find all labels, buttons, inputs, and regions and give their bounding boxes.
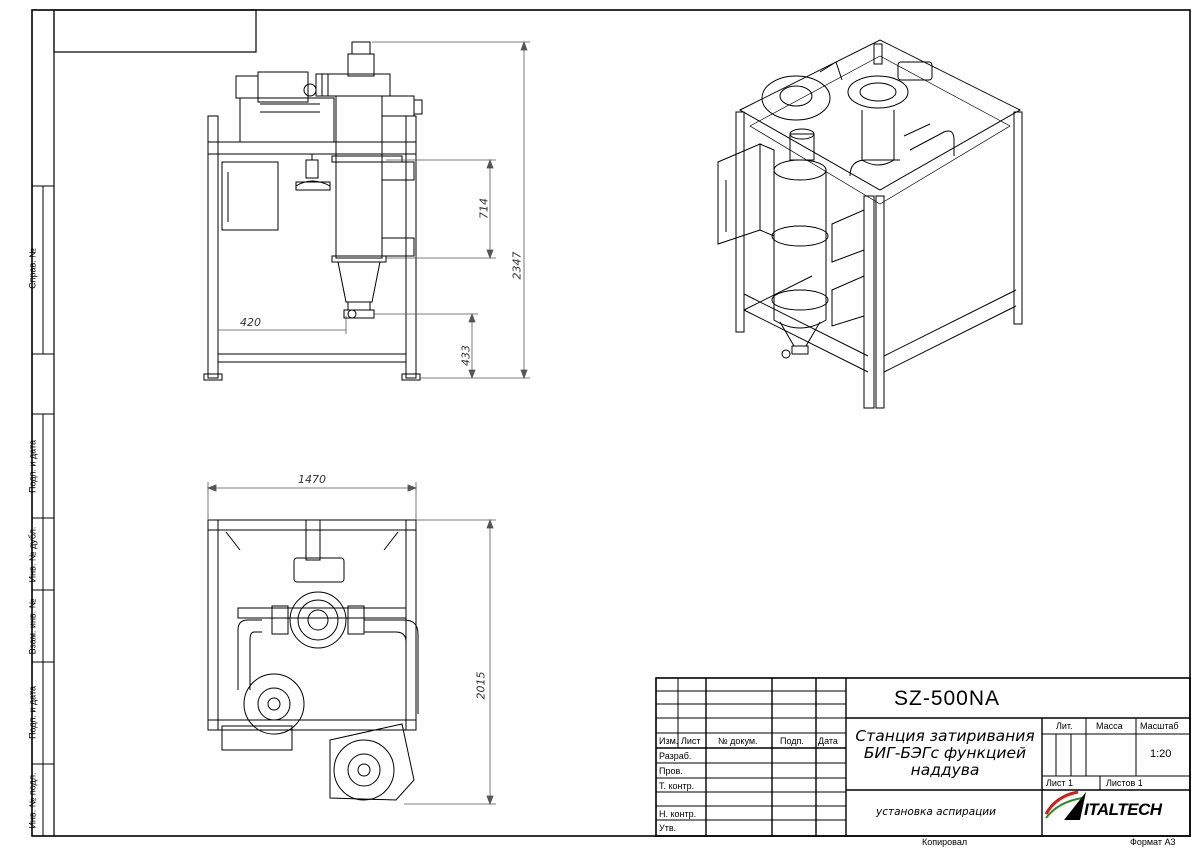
drawing-title-line-3: наддува [910,761,980,779]
format-label: Формат А3 [1130,837,1176,847]
stamp-sprav-no: Справ. № [27,248,38,289]
col-massa: Масса [1096,721,1123,731]
dim-1470: 1470 [298,473,326,486]
row-t-kontr: Т. контр. [659,781,695,791]
sheet-number: Лист 1 [1046,778,1074,788]
isometric-view [717,39,1023,409]
front-view-dimensions [218,40,530,380]
row-razrab: Разраб. [659,751,692,761]
dim-2015: 2015 [474,671,488,700]
drawing-title-line-2: БИГ-БЭГс функцией [863,744,1027,762]
stamp-inv-podl: Инв. № подл. [27,772,38,829]
italtech-logo-mark [1044,790,1086,820]
sheet-frame [31,9,1191,837]
drawing-title-line-1: Станция затиривания [855,727,1035,745]
front-view [203,41,423,381]
stamp-podp-data-top: Подп. и дата [27,440,38,494]
col-masshtab: Масштаб [1140,721,1179,731]
row-n-kontr: Н. контр. [659,809,697,819]
kopiroval-label: Копировал [922,837,968,847]
dim-433: 433 [459,345,473,366]
stamp-inv-dubl: Инв. № дубл. [27,526,38,583]
dim-714: 714 [477,198,491,219]
col-podp: Подп. [780,736,804,746]
dim-420: 420 [240,316,261,329]
row-utv: Утв. [659,823,677,833]
col-data: Дата [818,736,838,746]
designation: SZ-500NA [894,687,1001,710]
col-izm: Изм. [659,736,679,746]
dim-2347: 2347 [510,251,524,280]
row-prov: Пров. [659,766,683,776]
title-block-grid [655,677,1191,837]
plan-view-dimensions [206,482,496,806]
drawing-subtitle: установка аспирации [876,806,996,818]
italtech-logo-text: ITALTECH [1084,800,1162,819]
sheets-total: Листов 1 [1106,778,1143,788]
col-dokum: № докум. [718,736,758,746]
drawing-title: Станция затиривания БИГ-БЭГс функцией на… [850,728,1040,779]
col-lit: Лит. [1056,721,1073,731]
scale-value: 1:20 [1150,748,1172,760]
stamp-vzam-inv: Взам. инв. № [27,598,38,655]
stamp-podp-data-bottom: Подп. и дата [27,686,38,740]
col-list: Лист [681,736,701,746]
plan-view [207,519,419,801]
